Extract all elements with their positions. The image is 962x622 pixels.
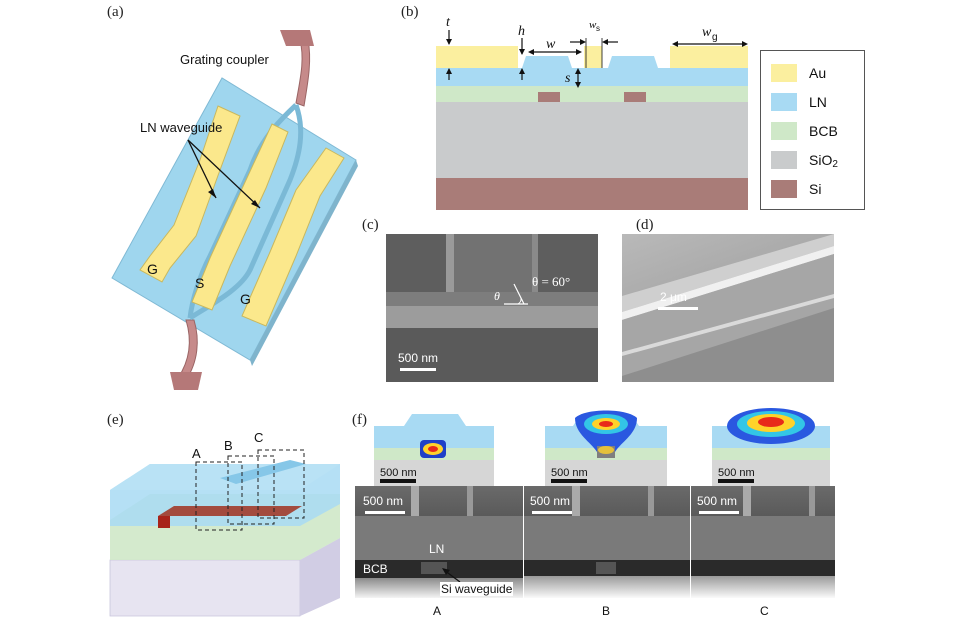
panel-b-cross-section: t h w w s w g s <box>436 15 748 210</box>
grating-coupler-label: Grating coupler <box>180 52 270 67</box>
panel-e-label: (e) <box>107 412 124 428</box>
panel-d-sem-image: 2 μm <box>622 234 834 382</box>
mode-profile-a: 500 nm <box>374 408 494 486</box>
dim-ws-sub: s <box>596 24 600 33</box>
sem-cross-section-b: 500 nm <box>524 486 690 598</box>
sem-c-scale-bar <box>699 511 739 514</box>
si-waveguide-arrow-icon <box>442 568 461 583</box>
panel-d-label: (d) <box>636 217 654 233</box>
legend-swatch-ln <box>771 93 797 111</box>
legend-swatch-sio2 <box>771 151 797 169</box>
sem-a-scale-bar <box>365 511 405 514</box>
panel-b-label: (b) <box>401 4 419 20</box>
legend-item-si: Si <box>771 179 821 199</box>
mode-a-scale-bar <box>380 479 416 483</box>
legend-swatch-bcb <box>771 122 797 140</box>
sem-cross-section-a: 500 nm LN BCB <box>355 486 523 598</box>
mode-a-scale-text: 500 nm <box>380 467 417 479</box>
section-c-label: C <box>254 430 263 445</box>
electrode-g2-label: G <box>240 291 251 307</box>
panel-c-scale-bar <box>400 368 436 371</box>
dim-w-label: w <box>546 37 556 52</box>
angle-marker-icon <box>504 283 528 305</box>
theta-label: θ <box>494 289 500 303</box>
column-label-b: B <box>602 604 611 618</box>
section-a-label: A <box>192 446 201 461</box>
legend-item-bcb: BCB <box>771 121 838 141</box>
mode-c-scale-bar <box>718 479 754 483</box>
si-waveguide-label: Si waveguide <box>440 582 514 596</box>
panel-f-label: (f) <box>352 412 367 428</box>
ln-layer-label: LN <box>429 542 445 556</box>
legend-item-au: Au <box>771 63 826 83</box>
column-label-a: A <box>433 604 442 618</box>
legend-swatch-au <box>771 64 797 82</box>
mode-profile-b: 500 nm <box>545 408 667 486</box>
dim-ws-label: w <box>589 19 597 31</box>
panel-e-3d-schematic: A B C <box>109 430 340 617</box>
panel-c-label: (c) <box>362 217 379 233</box>
dim-wg-label: w <box>702 25 712 40</box>
legend-swatch-si <box>771 180 797 198</box>
sem-b-scale-bar <box>532 511 572 514</box>
panel-c-sem-image: θ θ = 60° 500 nm <box>386 234 598 382</box>
electrode-g1-label: G <box>147 261 158 277</box>
legend-item-ln: LN <box>771 92 827 112</box>
mode-c-scale-text: 500 nm <box>718 467 755 479</box>
sem-b-scale-text: 500 nm <box>530 494 571 508</box>
panel-d-scale-bar <box>658 307 698 310</box>
mode-b-scale-bar <box>551 479 587 483</box>
panel-a-label: (a) <box>107 4 124 20</box>
panel-a-device-illustration: Grating coupler LN waveguide G S G <box>111 30 358 390</box>
electrode-s-label: S <box>195 275 204 291</box>
sem-c-scale-text: 500 nm <box>697 494 738 508</box>
panel-c-scale-text: 500 nm <box>398 351 439 365</box>
ln-waveguide-label: LN waveguide <box>140 120 222 135</box>
dim-h-label: h <box>518 24 525 39</box>
sem-cross-section-c: 500 nm <box>691 486 835 598</box>
angle-text: θ = 60° <box>532 274 571 289</box>
dim-s-label: s <box>565 71 571 86</box>
sem-a-scale-text: 500 nm <box>363 494 404 508</box>
bcb-layer-label: BCB <box>363 562 388 576</box>
panel-d-scale-text: 2 μm <box>660 290 687 304</box>
dim-wg-sub: g <box>712 32 718 43</box>
mode-b-scale-text: 500 nm <box>551 467 588 479</box>
section-b-label: B <box>224 438 233 453</box>
dim-t-label: t <box>446 15 451 30</box>
column-label-c: C <box>760 604 769 618</box>
mode-profile-c: 500 nm <box>712 408 830 486</box>
